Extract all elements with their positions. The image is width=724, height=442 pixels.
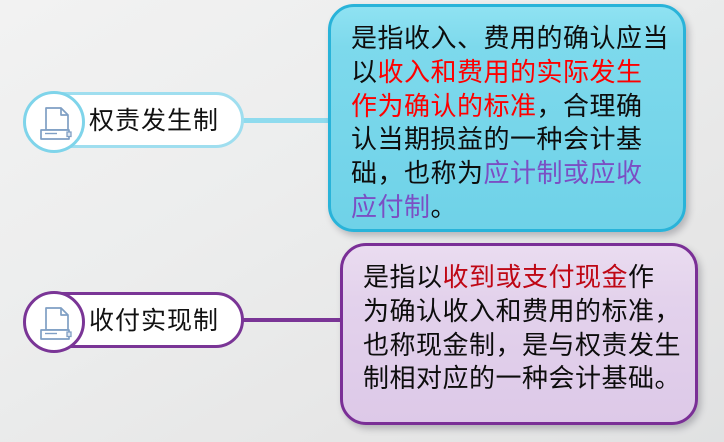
text-run: 应计制或应收应付制 — [351, 159, 643, 223]
node-cash-basis-label: 收付实现制 — [89, 305, 220, 335]
node-accrual-label: 权责发生制 — [89, 105, 220, 135]
callout-cash-basis-text: 是指以收到或支付现金作为确认收入和费用的标准，也称现金制，是与权责发生制相对应的… — [363, 262, 681, 397]
connector-line-accrual — [240, 118, 336, 123]
text-run: 是指以 — [363, 263, 443, 293]
node-cash-basis[interactable]: 收付实现制 — [23, 291, 244, 353]
printer-document-icon — [40, 307, 72, 340]
callout-accrual-text: 是指收入、费用的确认应当以收入和费用的实际发生作为确认的标准，合理确认当期损益的… — [351, 23, 669, 226]
callout-cash-basis: 是指以收到或支付现金作为确认收入和费用的标准，也称现金制，是与权责发生制相对应的… — [340, 243, 698, 425]
callout-accrual: 是指收入、费用的确认应当以收入和费用的实际发生作为确认的标准，合理确认当期损益的… — [328, 4, 686, 232]
text-run: 收到或支付现金 — [442, 263, 629, 293]
printer-document-icon — [40, 107, 72, 140]
node-accrual-circle — [23, 91, 85, 153]
text-run: 作为确认收入和费用的标准，也称现金制，是与权责发生制相对应的一种会计基础。 — [363, 263, 682, 395]
node-accrual[interactable]: 权责发生制 — [23, 91, 244, 153]
text-run: 收入和费用的实际发生作为确认的标准 — [351, 57, 643, 122]
text-run: 。 — [430, 192, 458, 223]
connector-line-cash-basis — [240, 318, 344, 322]
text-run: 是指收入、费用的确认应当以 — [351, 24, 670, 88]
text-run: ，合理确认当期损益的一种会计基础，也称为 — [351, 91, 643, 190]
